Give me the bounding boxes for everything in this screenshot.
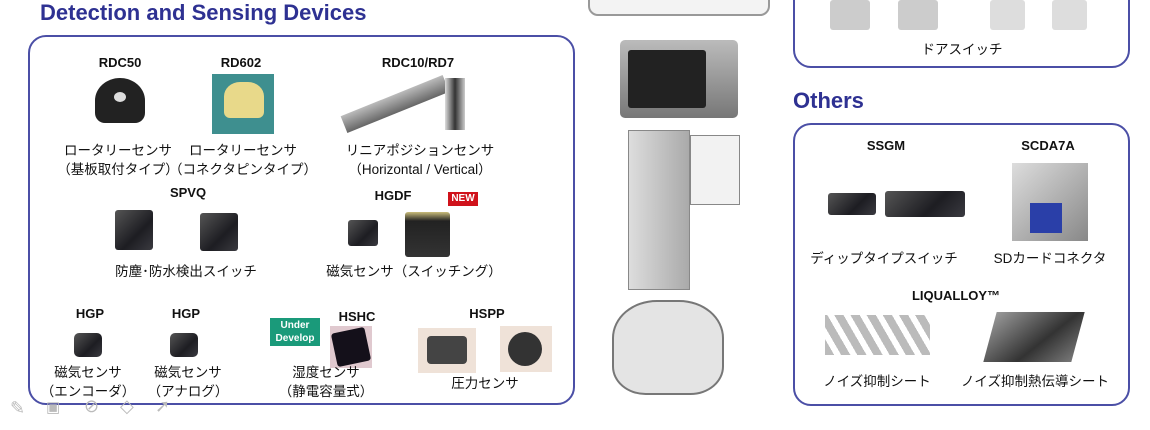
hgdf-chip-image [348,220,378,246]
product-caption: 磁気センサ （エンコーダ） [0,363,183,401]
door-switch-panel [793,0,1130,68]
product-model: RDC50 [98,55,142,70]
product-caption: 磁気センサ （アナログ） [93,363,283,401]
product-model: HGDF [374,188,412,203]
detection-panel [28,35,575,405]
spvq-image [200,213,238,251]
pointer-icon[interactable]: ➚ [155,396,171,416]
tag-icon[interactable]: ◇ [120,396,134,416]
dip-switch-small-image [828,193,876,215]
caption-line: （エンコーダ） [40,384,136,399]
rice-cooker-image [612,300,724,395]
product-model: SSGM [866,138,906,153]
sd-connector-image [1012,163,1088,241]
product-model: SPVQ [169,185,207,200]
product-caption: ノイズ抑制シート [823,374,931,389]
caption-line: リニアポジションセンサ [345,143,495,158]
hspp-round-image [500,326,552,372]
product-model: HGP [171,306,201,321]
others-section-title: Others [793,88,864,113]
refrigerator-image [628,130,690,290]
product-caption: 圧力センサ [451,376,519,391]
caption-line: 湿度センサ [292,365,360,380]
product-model: HSHC [338,309,376,324]
caption-line: （Horizontal / Vertical） [348,162,492,177]
caption-line: ロータリーセンサ [64,143,172,158]
product-caption: ロータリーセンサ （基板取付タイプ） [23,141,213,179]
product-model: RDC10/RD7 [381,55,455,70]
door-switch-image [898,0,938,30]
product-model: RD602 [220,55,262,70]
door-switch-caption: ドアスイッチ [921,42,1003,57]
product-caption: 磁気センサ（スイッチング） [326,264,502,279]
new-badge: NEW [448,192,478,206]
product-caption: SDカードコネクタ [993,251,1107,266]
caption-line: （コネクタピンタイプ） [169,162,317,177]
dip-switch-large-image [885,191,965,217]
product-caption: 防塵･防水検出スイッチ [115,264,257,279]
caption-line: 磁気センサ [54,365,122,380]
hspp-square-image [418,328,476,373]
product-caption: ロータリーセンサ （コネクタピンタイプ） [148,141,338,179]
caption-line: （基板取付タイプ） [57,162,179,177]
microwave-image [620,40,738,118]
refrigerator-door-image [690,135,740,205]
door-switch-image [990,0,1025,30]
linear-sensor-vertical-image [445,78,465,130]
hgdf-module-image [405,212,450,257]
others-panel [793,123,1130,406]
under-develop-badge: Under Develop [270,318,320,346]
hgp-encoder-image [74,333,102,357]
product-caption: ノイズ抑制熱伝導シート [960,374,1110,389]
spvq-lever-image [115,210,153,250]
product-caption: リニアポジションセンサ （Horizontal / Vertical） [325,141,515,179]
link-icon[interactable]: ⊘ [84,396,100,416]
noise-suppression-sheet-image [825,315,930,355]
caption-line: （アナログ） [147,384,229,399]
hshc-image [330,326,372,368]
door-switch-image [1052,0,1087,30]
caption-line: ロータリーセンサ [189,143,297,158]
hgp-analog-image [170,333,198,357]
detection-section-title: Detection and Sensing Devices [40,0,367,25]
product-caption: ディップタイプスイッチ [810,251,958,266]
product-model: LIQUALLOY™ [911,288,1001,303]
product-caption: 湿度センサ （静電容量式） [231,363,421,401]
rd602-image [212,74,274,134]
pen-icon[interactable]: ✎ [10,398,26,418]
door-switch-image [830,0,870,30]
product-model: SCDA7A [1021,138,1075,153]
thermal-sheet-image [983,312,1085,362]
product-model: HSPP [469,306,505,321]
caption-line: 磁気センサ [154,365,222,380]
product-model: HGP [75,306,105,321]
caption-line: （静電容量式） [278,384,374,399]
image-icon[interactable]: ▣ [46,399,61,416]
rdc50-image [95,78,145,123]
air-conditioner-image [588,0,770,16]
